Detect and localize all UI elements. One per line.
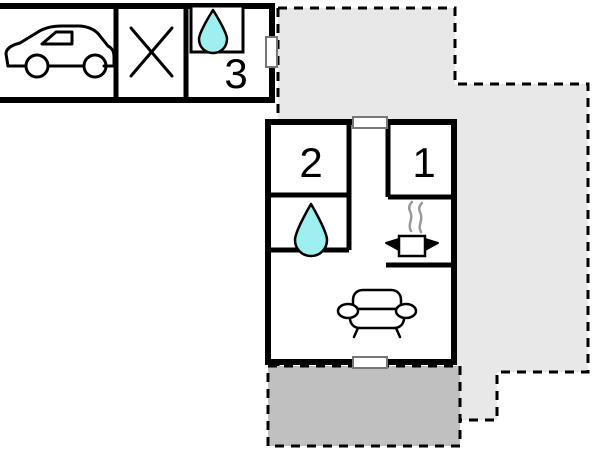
main-top-door: [352, 116, 388, 129]
room-1-number: 1: [412, 139, 435, 186]
cross-icon: [129, 26, 174, 78]
terrace: [266, 364, 462, 448]
room-2-number: 2: [299, 139, 322, 186]
water-drop-icon: [293, 202, 329, 258]
main-building: 2 1: [265, 116, 457, 369]
garage-right-door: [265, 36, 278, 68]
main-bottom-door: [352, 356, 388, 369]
garage-block: 3: [0, 3, 278, 103]
car-icon: [4, 24, 116, 79]
water-drop-icon: [197, 8, 229, 55]
sofa-icon: [336, 288, 418, 339]
cooking-pot-icon: [385, 200, 439, 258]
room-3-number: 3: [224, 50, 247, 97]
